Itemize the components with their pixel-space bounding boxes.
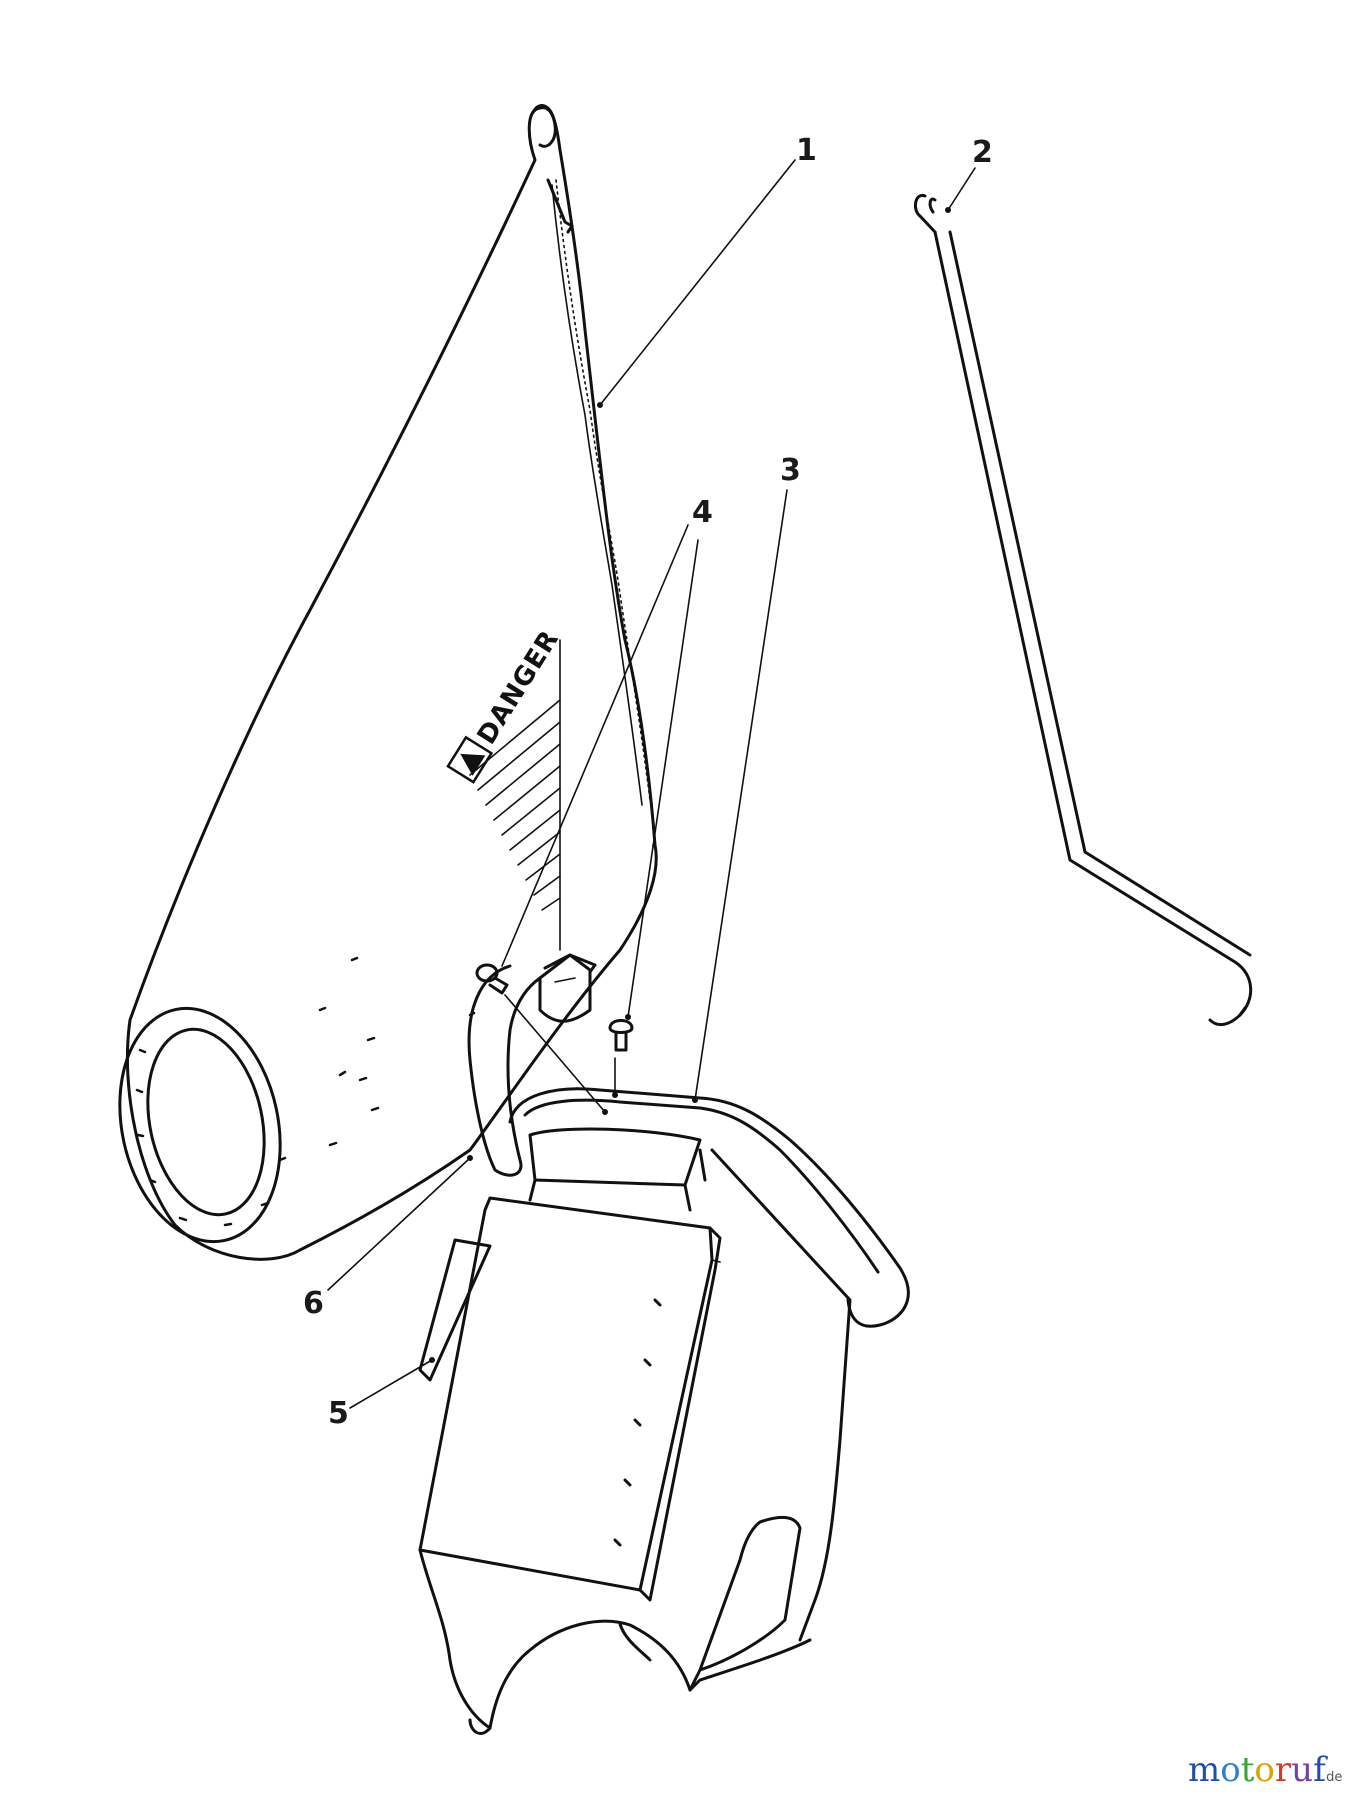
callout-2: 2 — [972, 135, 993, 170]
callout-3: 3 — [780, 453, 801, 488]
alert-icon — [460, 753, 486, 776]
watermark-letter: t — [1241, 1750, 1255, 1790]
bolt-fastener — [608, 1019, 634, 1052]
grass-bag: DANGER — [118, 104, 658, 1261]
callout-6: 6 — [303, 1286, 324, 1321]
watermark-letter: f — [1313, 1750, 1328, 1790]
callout-5: 5 — [328, 1396, 349, 1431]
rivet-fastener — [475, 963, 509, 995]
chute-housing — [418, 1087, 910, 1735]
watermark-letter: o — [1220, 1750, 1240, 1790]
watermark-letter: u — [1291, 1750, 1313, 1790]
support-rod — [913, 193, 1253, 1027]
callout-1: 1 — [796, 133, 817, 168]
watermark-logo: motoruf .de — [1188, 1750, 1342, 1790]
bag-warning-label: DANGER — [472, 625, 566, 750]
watermark-letter: m — [1188, 1750, 1220, 1790]
warning-triangle-icon — [446, 735, 494, 784]
watermark-letter: r — [1275, 1750, 1292, 1790]
svg-text:motoruf: motoruf — [1188, 1750, 1328, 1790]
watermark-letter: o — [1254, 1750, 1274, 1790]
leader-lines — [327, 159, 976, 1409]
clip — [467, 953, 597, 1177]
callout-4: 4 — [692, 495, 713, 530]
watermark-suffix: .de — [1322, 1770, 1342, 1785]
